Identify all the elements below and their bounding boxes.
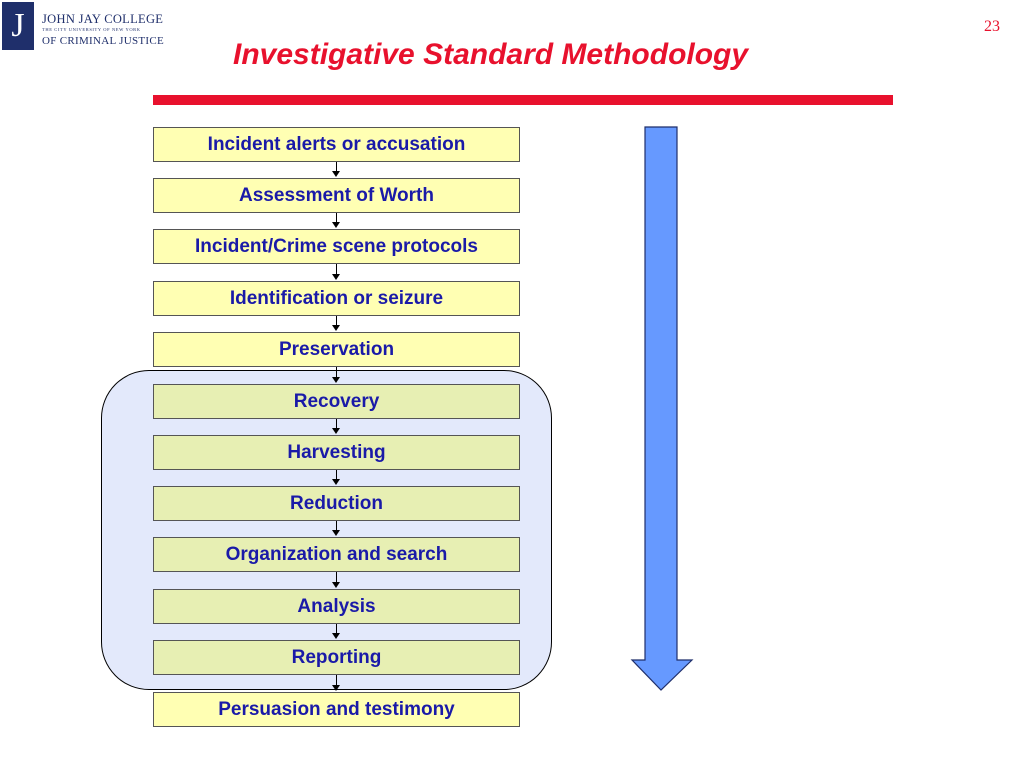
step-reporting: Reporting: [153, 640, 520, 675]
arrowhead: [332, 582, 340, 588]
step-assessment-of-worth: Assessment of Worth: [153, 178, 520, 213]
arrowhead: [332, 222, 340, 228]
step-incident-alerts: Incident alerts or accusation: [153, 127, 520, 162]
step-reduction: Reduction: [153, 486, 520, 521]
arrowhead: [332, 171, 340, 177]
connector: [336, 316, 337, 325]
arrowhead: [332, 685, 340, 691]
connector: [336, 162, 337, 171]
connector: [336, 675, 337, 685]
arrowhead: [332, 633, 340, 639]
connector: [336, 572, 337, 582]
arrowhead: [332, 479, 340, 485]
connector: [336, 264, 337, 274]
process-direction-arrow-shape: [630, 126, 694, 691]
connector: [336, 367, 337, 377]
slide-title: Investigative Standard Methodology: [233, 38, 749, 71]
connector: [336, 419, 337, 428]
connector: [336, 521, 337, 530]
slide-number: 23: [984, 18, 1000, 35]
title-underline: [153, 95, 893, 105]
college-logo: J JOHN JAY COLLEGE THE CITY UNIVERSITY O…: [2, 2, 165, 54]
logo-monogram: J: [2, 2, 34, 50]
step-analysis: Analysis: [153, 589, 520, 624]
step-harvesting: Harvesting: [153, 435, 520, 470]
step-persuasion-and-testimony: Persuasion and testimony: [153, 692, 520, 727]
grouped-steps-container: [101, 370, 552, 690]
arrowhead: [332, 377, 340, 383]
process-direction-arrow: [630, 126, 694, 691]
logo-line-2: THE CITY UNIVERSITY OF NEW YORK: [42, 27, 141, 32]
logo-line-3: OF CRIMINAL JUSTICE: [42, 35, 165, 47]
arrowhead: [332, 428, 340, 434]
step-identification-or-seizure: Identification or seizure: [153, 281, 520, 316]
logo-line-1: JOHN JAY COLLEGE: [42, 12, 164, 26]
arrowhead: [332, 274, 340, 280]
arrowhead: [332, 530, 340, 536]
connector: [336, 624, 337, 633]
arrowhead: [332, 325, 340, 331]
step-recovery: Recovery: [153, 384, 520, 419]
connector: [336, 470, 337, 479]
step-preservation: Preservation: [153, 332, 520, 367]
connector: [336, 213, 337, 222]
step-crime-scene-protocols: Incident/Crime scene protocols: [153, 229, 520, 264]
step-organization-and-search: Organization and search: [153, 537, 520, 572]
